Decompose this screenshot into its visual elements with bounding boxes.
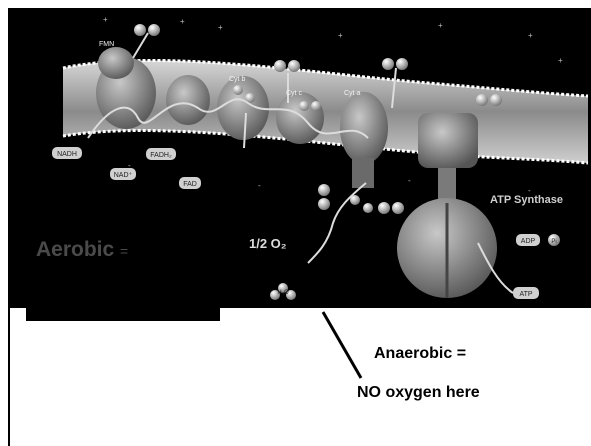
- no-oxygen-label: NO oxygen here: [357, 384, 480, 402]
- anaerobic-label: Anaerobic =: [374, 345, 466, 363]
- pointer-line: [323, 312, 361, 378]
